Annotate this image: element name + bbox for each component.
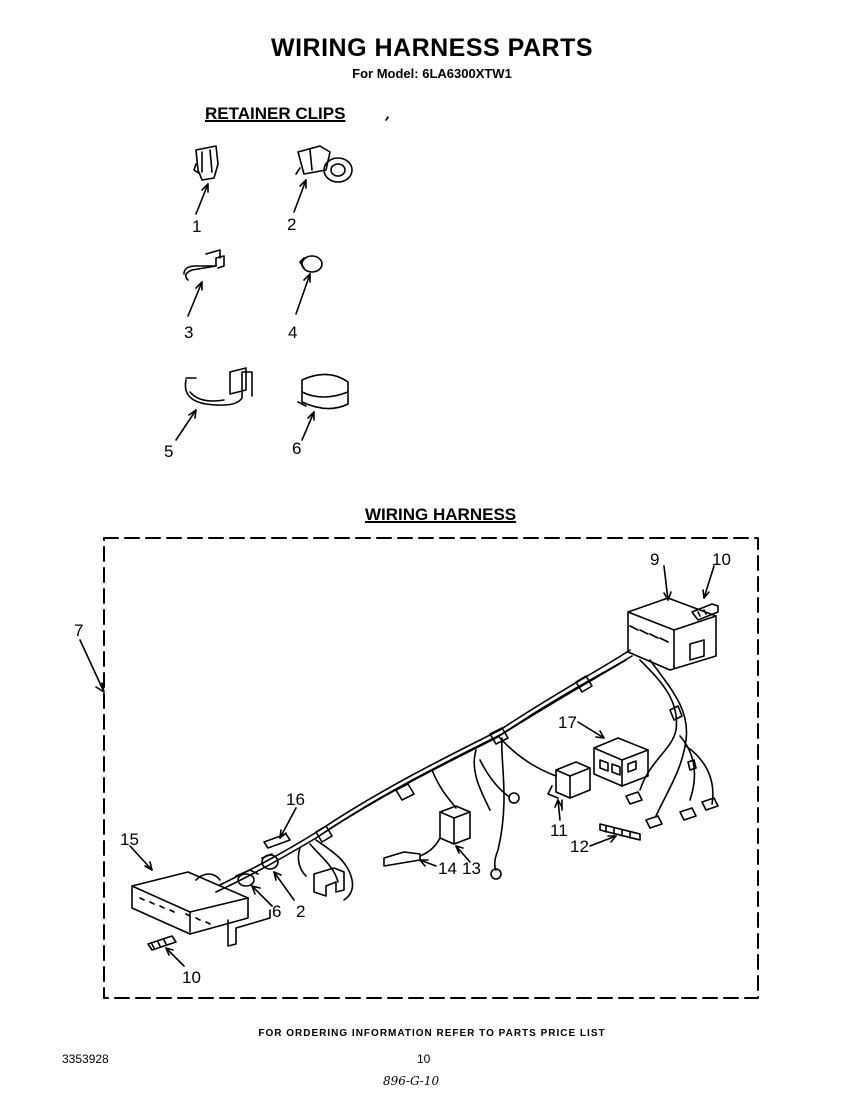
connector-9-icon <box>627 597 717 671</box>
arrow-5 <box>188 409 197 419</box>
clip-label-5: 5 <box>164 442 173 461</box>
arrow-2 <box>299 179 307 189</box>
switch-11-icon <box>547 761 591 811</box>
stray-mark <box>385 116 389 121</box>
arrow-14 <box>419 859 429 867</box>
leader-17 <box>577 721 605 739</box>
harness-label-2: 2 <box>296 902 305 921</box>
harness-label-12: 12 <box>570 837 589 856</box>
harness-label-14: 14 <box>438 859 457 878</box>
arrow-3 <box>195 281 203 291</box>
right-wires <box>639 659 714 817</box>
harness-label-10-bottom: 10 <box>182 968 201 987</box>
arrow-17 <box>595 730 605 739</box>
leader-12 <box>589 835 617 847</box>
clip-label-6: 6 <box>292 439 301 458</box>
clip-label-3: 3 <box>184 323 193 342</box>
harness-label-7: 7 <box>74 621 83 640</box>
arrow-15 <box>144 861 153 871</box>
harness-label-13: 13 <box>462 859 481 878</box>
document-number: 3353928 <box>62 1052 109 1066</box>
page-title: WIRING HARNESS PARTS <box>270 34 594 62</box>
retainer-clip-3-icon <box>183 249 225 281</box>
clip-label-4: 4 <box>288 323 297 342</box>
leader-6 <box>301 411 315 441</box>
arrow-13 <box>455 845 464 854</box>
leader-h2 <box>273 871 295 901</box>
terminal-10-bottom-icon <box>147 935 177 951</box>
harness-label-17: 17 <box>558 713 577 732</box>
harness-label-9: 9 <box>650 550 659 569</box>
leader-13 <box>455 845 471 863</box>
arrow-16 <box>279 829 287 839</box>
arrow-12 <box>607 835 617 843</box>
leader-15 <box>129 845 153 871</box>
leader-16 <box>279 807 297 839</box>
leader-1 <box>195 183 209 215</box>
handwritten-note: 896-G-10 <box>383 1074 440 1088</box>
connector-15-icon <box>131 871 271 947</box>
harness-frame <box>103 537 759 999</box>
leader-5 <box>175 409 197 441</box>
terminal-10-top-icon <box>691 603 719 621</box>
arrow-10a <box>702 589 710 599</box>
leader-7 <box>79 639 105 693</box>
retainer-clip-5-icon <box>184 367 253 406</box>
leader-11 <box>557 799 561 821</box>
clip-16-icon <box>263 833 291 849</box>
ordering-notice: FOR ORDERING INFORMATION REFER TO PARTS … <box>258 1028 606 1039</box>
leader-10b <box>165 947 185 967</box>
terminal-strip-12-icon <box>599 823 641 841</box>
arrow-6 <box>307 411 315 421</box>
harness-label-10-top: 10 <box>712 550 731 569</box>
retainer-clip-6-icon <box>297 373 349 410</box>
arrow-11 <box>554 799 563 808</box>
arrow-4 <box>303 273 311 283</box>
clip-label-1: 1 <box>192 217 201 236</box>
leader-3 <box>187 281 203 317</box>
retainer-clip-2-icon <box>295 145 353 183</box>
arrow-h2 <box>273 871 282 881</box>
retainer-clip-1-icon <box>193 145 219 181</box>
retainer-clips-heading: RETAINER CLIPS <box>205 104 346 123</box>
harness-label-15: 15 <box>120 830 139 849</box>
arrow-9 <box>663 591 672 601</box>
wiring-harness-heading: WIRING HARNESS <box>365 505 517 524</box>
arrow-7 <box>95 682 105 693</box>
connector-17-icon <box>593 737 649 787</box>
leader-14 <box>419 859 437 867</box>
leader-2 <box>293 179 307 213</box>
harness-clip-6-icon <box>235 869 259 887</box>
arrow-h6 <box>251 885 261 895</box>
model-subtitle: For Model: 6LA6300XTW1 <box>352 66 512 81</box>
leader-9 <box>663 565 669 601</box>
leader-h6 <box>251 885 273 907</box>
leader-10a <box>703 565 715 599</box>
terminal-14-icon <box>383 837 441 867</box>
leader-4 <box>295 273 311 315</box>
arrow-1 <box>201 183 209 193</box>
component-13-icon <box>439 805 471 845</box>
page-number: 10 <box>417 1052 431 1066</box>
harness-label-6: 6 <box>272 902 281 921</box>
lower-left-wires <box>297 839 354 901</box>
arrow-10b <box>165 947 174 956</box>
harness-clip-2-icon <box>261 853 279 870</box>
clip-label-2: 2 <box>287 215 296 234</box>
harness-label-11: 11 <box>550 821 568 840</box>
spade-terminal-icons <box>625 791 719 829</box>
harness-label-16: 16 <box>286 790 305 809</box>
retainer-clip-4-icon <box>299 255 323 273</box>
